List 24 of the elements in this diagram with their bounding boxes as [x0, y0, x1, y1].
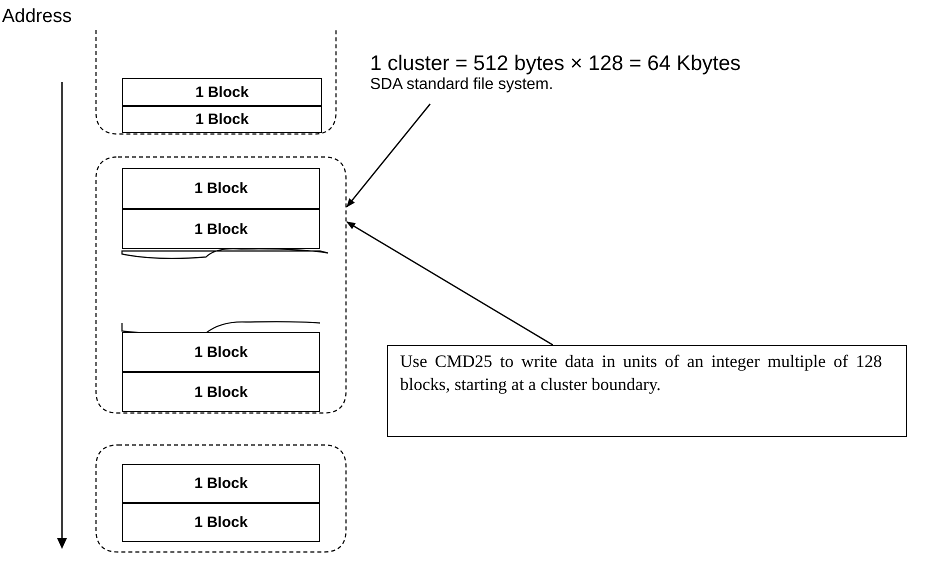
block-label: 1 Block — [194, 344, 248, 360]
block-label: 1 Block — [194, 475, 248, 492]
cluster-outline — [96, 30, 336, 134]
block-cell — [122, 78, 322, 106]
block-cell — [122, 168, 320, 209]
block-cell — [122, 503, 320, 542]
arrow — [346, 221, 554, 346]
block-cell — [122, 372, 320, 412]
block-label: 1 Block — [194, 384, 248, 400]
cluster-outline — [96, 157, 346, 413]
arrow — [346, 104, 431, 208]
note-box — [387, 345, 907, 437]
block-cell — [122, 106, 322, 133]
axis-label: Address — [2, 6, 72, 28]
block-label: 1 Block — [195, 84, 249, 100]
block-label: 1 Block — [194, 220, 248, 238]
cluster-outline — [96, 445, 346, 552]
block-label: 1 Block — [194, 180, 248, 197]
block-label: 1 Block — [194, 514, 248, 531]
block-label: 1 Block — [195, 111, 249, 128]
note-text: Use CMD25 to write data in units of an integer multiple of 128 blocks, starting at a cluster boundary. — [400, 350, 882, 396]
block-cell — [122, 464, 320, 503]
note-text: SDA standard file system. — [370, 76, 554, 94]
cluster-size-text: 1 cluster = 512 bytes × 128 = 64 Kbytes — [370, 52, 742, 76]
